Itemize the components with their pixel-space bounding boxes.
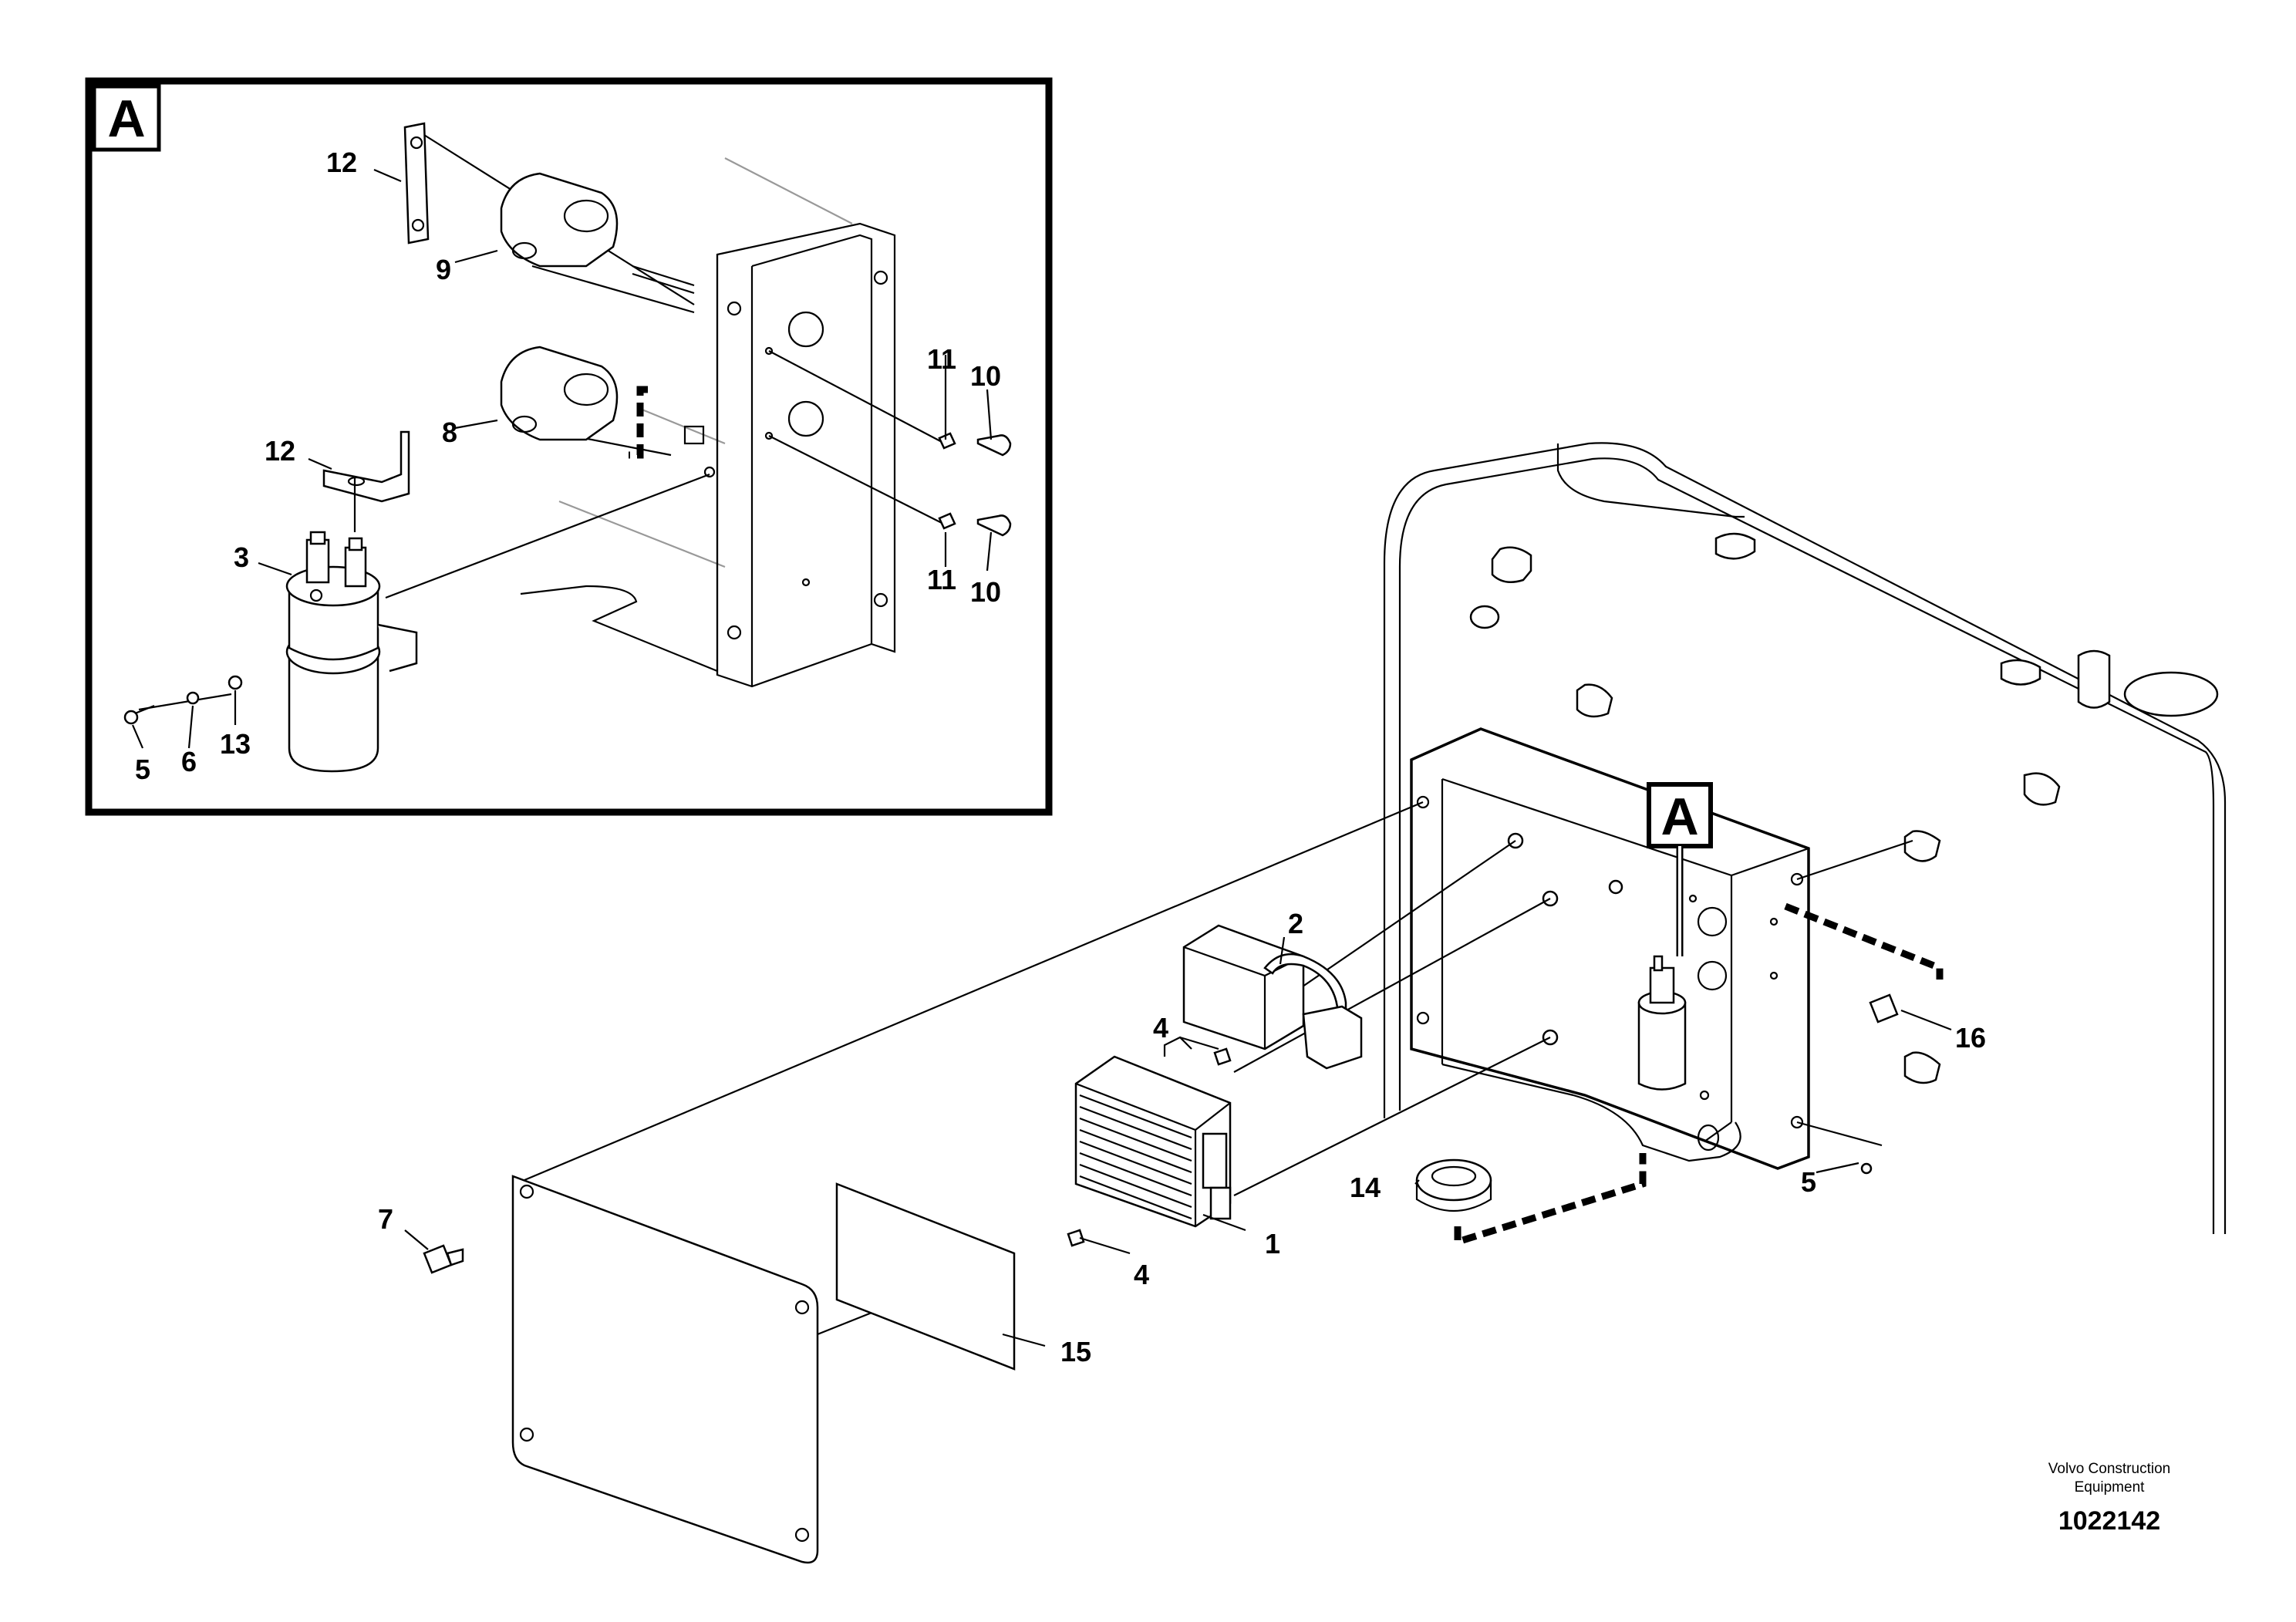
- main-view: A: [378, 442, 2227, 1564]
- callout-9: 9: [436, 254, 451, 285]
- strap-bracket-top: [403, 122, 430, 244]
- brand-line1: Volvo Construction: [2048, 1461, 2170, 1477]
- callout-13: 13: [220, 728, 251, 760]
- main-marker-label: A: [1660, 787, 1698, 846]
- cab-spacers: [1469, 532, 2219, 1084]
- callout-6: 6: [181, 746, 197, 777]
- callout-12-mid: 12: [265, 435, 295, 467]
- callout-11-top: 11: [927, 343, 956, 375]
- callout-10-bot: 10: [970, 576, 1001, 608]
- main-mounting-box: [1410, 727, 1810, 1170]
- solenoid-3: [285, 478, 418, 773]
- angle-bracket: [322, 430, 410, 503]
- cover-plate: [511, 1175, 819, 1564]
- callout-4-top: 4: [1153, 1012, 1168, 1044]
- callout-2: 2: [1288, 908, 1303, 939]
- callout-3: 3: [234, 541, 249, 573]
- callout-4-bot: 4: [1134, 1259, 1149, 1290]
- rubber-mount-9: [500, 172, 619, 268]
- callout-1: 1: [1265, 1228, 1280, 1259]
- callout-15: 15: [1060, 1336, 1091, 1367]
- inset-fasteners: [123, 432, 1012, 725]
- callout-14: 14: [1350, 1172, 1381, 1203]
- label-sticker: [835, 1182, 1016, 1371]
- box-solenoid: [1637, 955, 1687, 1091]
- callout-5-main: 5: [1801, 1166, 1816, 1198]
- inset-detail-a: A: [85, 77, 1053, 816]
- doc-number: 1022142: [2058, 1506, 2160, 1536]
- inset-mounting-box: [520, 157, 896, 688]
- footer: Volvo Construction Equipment 1022142: [2048, 1461, 2170, 1536]
- callout-7: 7: [378, 1203, 393, 1235]
- callout-10-top: 10: [970, 360, 1001, 392]
- inset-marker-box: [92, 84, 161, 152]
- control-unit-1: [1074, 1036, 1232, 1228]
- callout-16: 16: [1955, 1022, 1986, 1054]
- main-fasteners: [423, 993, 1899, 1274]
- relay-2: [1182, 924, 1363, 1070]
- callout-8: 8: [442, 416, 457, 448]
- inset-marker-label: A: [107, 89, 145, 148]
- callout-5-inset: 5: [135, 754, 150, 785]
- callout-12-top: 12: [326, 147, 357, 178]
- cab-panel: [1383, 442, 2227, 1234]
- brand-line2: Equipment: [2075, 1479, 2146, 1496]
- callout-11-bot: 11: [927, 564, 956, 595]
- rubber-mount-8: [500, 346, 619, 441]
